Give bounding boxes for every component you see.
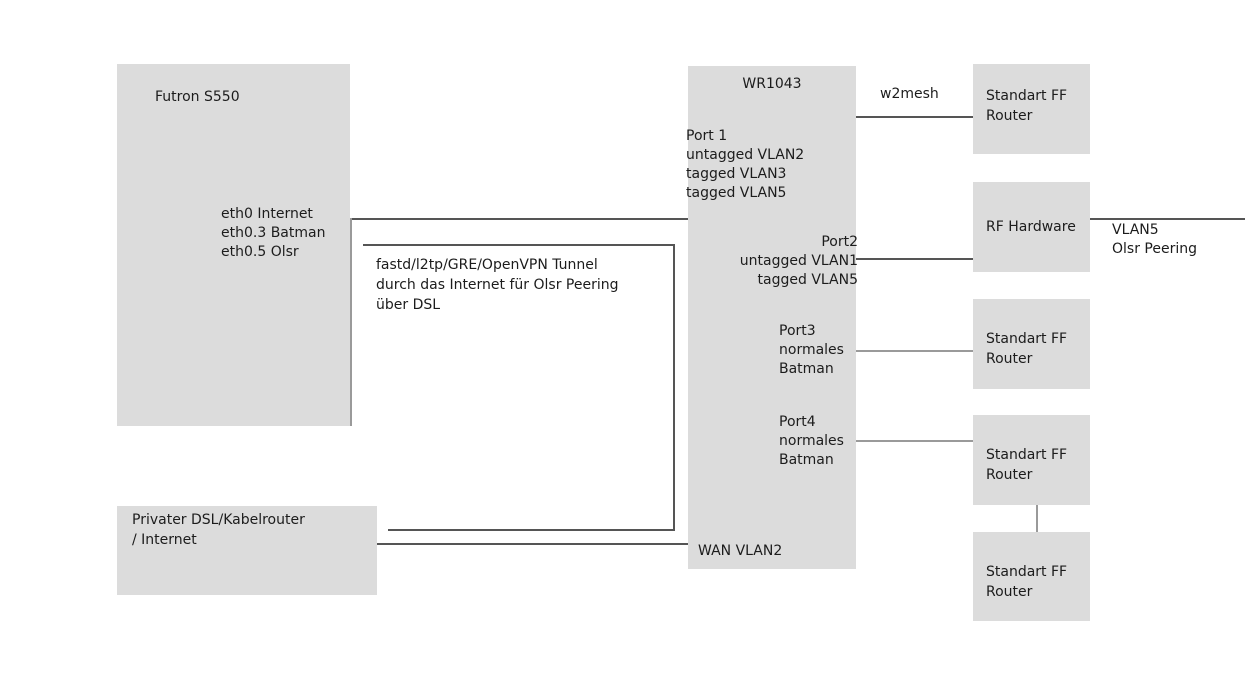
wr1043-port4-block: Port4 normales Batman [779,413,844,470]
port4-connection-line [856,440,973,442]
port3-batman: Batman [779,361,834,377]
futron-port-eth03: eth0.3 Batman [221,225,326,241]
tunnel-annotation: fastd/l2tp/GRE/OpenVPN Tunnel durch das … [376,255,618,315]
tunnel-path-right-line [673,244,675,531]
port4-label: Port4 [779,414,816,430]
port1-untagged-vlan2: untagged VLAN2 [686,147,805,163]
tunnel-path-top-line [363,244,674,246]
ff4-line1: Standart FF [986,447,1068,463]
futron-right-edge-line [350,218,352,426]
ff5-line1: Standart FF [986,564,1068,580]
futron-port-labels: eth0 Internet eth0.3 Batman eth0.5 Olsr [221,205,325,262]
port2-connection-line [856,258,973,260]
wr1043-title: WR1043 [742,76,802,92]
privater-dsl-label: Privater DSL/Kabelrouter / Internet [132,510,305,550]
wr1043-port2-block: Port2 untagged VLAN1 tagged VLAN5 [740,233,858,290]
privater-dsl-line2: / Internet [132,532,197,548]
port2-tagged-vlan5: tagged VLAN5 [757,272,858,288]
ff3-line2: Router [986,351,1033,367]
ff5-line2: Router [986,584,1033,600]
wan-vlan2-connection-line [377,543,688,545]
port3-connection-line [856,350,973,352]
tunnel-annotation-line3: über DSL [376,297,441,313]
port4-normales: normales [779,433,844,449]
ff4-line2: Router [986,467,1033,483]
vlan5-peering-line [1090,218,1245,220]
wr1043-wan-label: WAN VLAN2 [698,543,783,559]
w2mesh-label: w2mesh [880,86,939,102]
wr1043-port1-block: Port 1 untagged VLAN2 tagged VLAN3 tagge… [686,127,804,203]
port1-tagged-vlan5: tagged VLAN5 [686,185,787,201]
standart-ff-router-5-box [973,532,1090,621]
standart-ff-router-5-label: Standart FF Router [986,562,1067,602]
wr1043-switch-box [688,66,856,569]
port1-label: Port 1 [686,128,728,144]
rf-hardware-label: RF Hardware [986,219,1076,235]
ff1-line1: Standart FF [986,88,1068,104]
standart-ff-router-1-box [973,64,1090,154]
wr1043-port3-block: Port3 normales Batman [779,322,844,379]
standart-ff-router-4-box [973,415,1090,505]
port2-label: Port2 [821,234,858,250]
port3-normales: normales [779,342,844,358]
standart-ff-router-3-box [973,299,1090,389]
standart-ff-router-1-label: Standart FF Router [986,86,1067,126]
ff1-line2: Router [986,108,1033,124]
port2-untagged-vlan1: untagged VLAN1 [739,253,858,269]
vlan5-peering-label: VLAN5 Olsr Peering [1112,221,1197,259]
privater-dsl-box [117,506,377,595]
futron-s550-box [117,64,350,426]
tunnel-path-bottom-line [388,529,675,531]
ff-router-chain-line [1036,505,1038,532]
ff3-line1: Standart FF [986,331,1068,347]
tunnel-annotation-line2: durch das Internet für Olsr Peering [376,277,619,293]
privater-dsl-line1: Privater DSL/Kabelrouter [132,512,305,528]
standart-ff-router-4-label: Standart FF Router [986,445,1067,485]
tunnel-annotation-line1: fastd/l2tp/GRE/OpenVPN Tunnel [376,257,598,273]
futron-port-eth0: eth0 Internet [221,206,313,222]
standart-ff-router-3-label: Standart FF Router [986,329,1067,369]
olsr-peering-label: Olsr Peering [1112,241,1197,257]
w2mesh-connection-line [856,116,973,118]
port1-tagged-vlan3: tagged VLAN3 [686,166,787,182]
rf-hardware-box [973,182,1090,272]
vlan5-label: VLAN5 [1112,222,1159,238]
port3-label: Port3 [779,323,816,339]
futron-title: Futron S550 [155,89,240,105]
eth0-connection-line [350,218,688,220]
futron-port-eth05: eth0.5 Olsr [221,244,299,260]
port4-batman: Batman [779,452,834,468]
